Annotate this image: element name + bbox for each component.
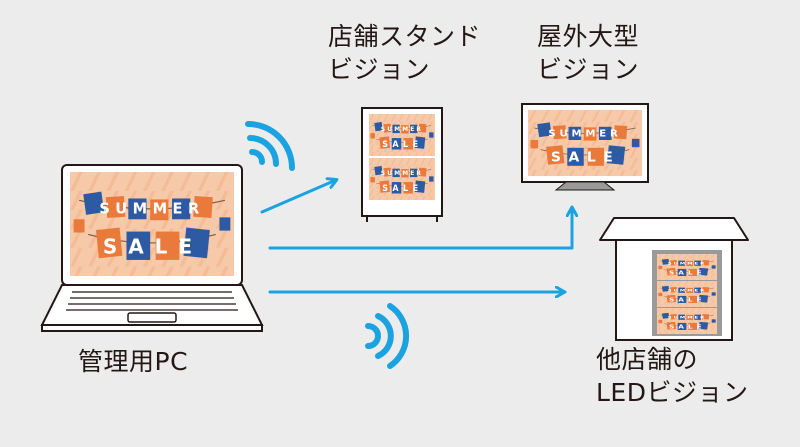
label-other-store-led-vision: 他店舗の LEDビジョン	[596, 343, 748, 409]
outdoor-vision-icon	[521, 103, 649, 191]
label-store-stand-vision-line1: 店舗スタンド	[328, 22, 482, 51]
label-other-store-led-vision-line1: 他店舗の	[596, 345, 699, 374]
label-store-stand-vision: 店舗スタンド ビジョン	[328, 20, 481, 86]
label-store-stand-vision-line2: ビジョン	[328, 55, 431, 84]
label-outdoor-large-vision-line2: ビジョン	[537, 55, 640, 84]
label-outdoor-large-vision-line1: 屋外大型	[537, 22, 640, 51]
label-outdoor-large-vision: 屋外大型 ビジョン	[537, 20, 639, 86]
label-other-store-led-vision-line2: LEDビジョン	[596, 378, 749, 407]
label-management-pc: 管理用PC	[78, 345, 188, 378]
stand-vision-icon	[361, 107, 443, 222]
laptop-screen-poster	[70, 172, 234, 276]
laptop-icon	[40, 164, 264, 332]
arrow-to-stand-vision	[260, 180, 336, 214]
wifi-signal-icon	[365, 303, 410, 369]
arrow-to-outdoor-vision	[268, 208, 572, 250]
label-management-pc-text: 管理用PC	[78, 347, 189, 376]
store-building-icon	[599, 217, 749, 341]
wifi-signal-icon	[245, 121, 295, 171]
